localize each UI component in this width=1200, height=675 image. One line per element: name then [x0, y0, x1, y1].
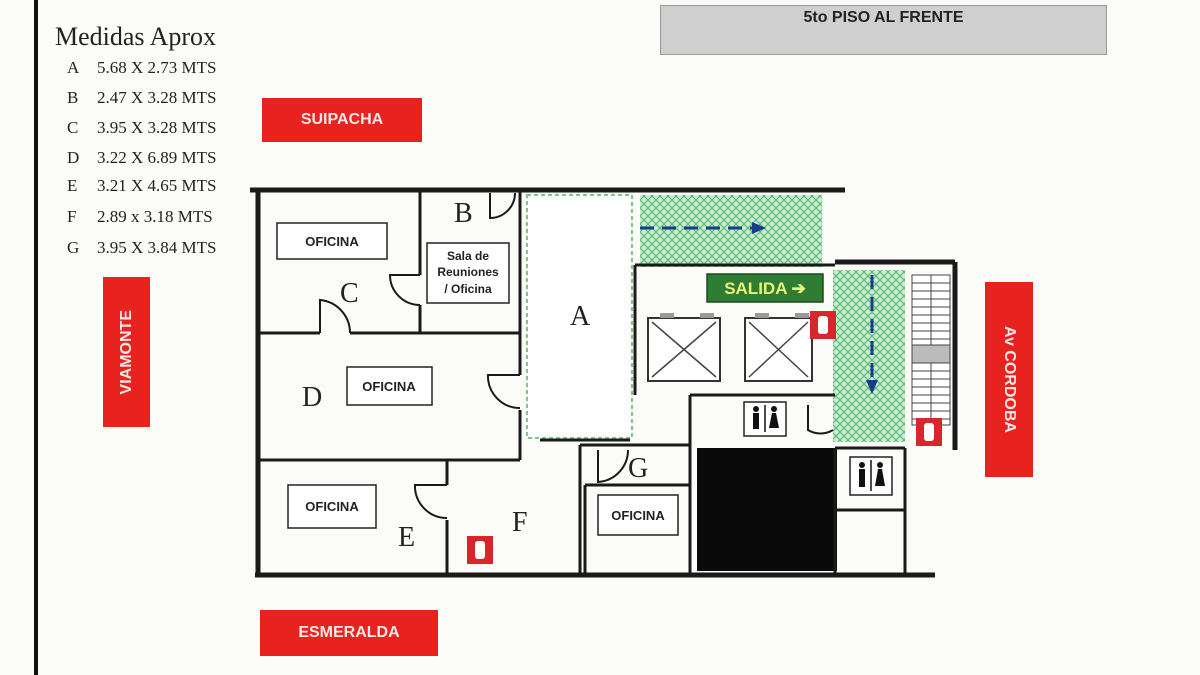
restroom-icon	[849, 456, 893, 496]
exit-sign-label: SALIDA ➔	[724, 279, 806, 298]
restroom-icon	[743, 401, 787, 437]
office-label-d: OFICINA	[362, 379, 416, 394]
office-label-c: OFICINA	[305, 234, 359, 249]
fire-extinguisher-icon	[810, 311, 836, 339]
office-label-box	[346, 366, 433, 406]
escape-arrow-head	[752, 222, 766, 234]
floor-header: 5to PISO AL FRENTE	[660, 5, 1107, 55]
room-letter-c: C	[340, 278, 359, 309]
escape-route-area	[833, 270, 905, 442]
street-sign-viamonte: VIAMONTE	[103, 277, 150, 427]
street-sign-av-cordoba: Av CORDOBA	[985, 282, 1033, 477]
meeting-room-label-line1: Sala de	[447, 249, 489, 263]
meeting-room-label-box	[426, 242, 510, 304]
meeting-room-label-line3: / Oficina	[444, 282, 492, 296]
escape-route-area	[640, 195, 822, 267]
room-letter-b: B	[454, 198, 473, 229]
corridor-a	[526, 194, 633, 439]
walls	[250, 187, 958, 578]
room-letter-e: E	[398, 522, 415, 553]
interior-walls	[258, 190, 907, 575]
office-label-box	[597, 494, 679, 536]
street-sign-suipacha: SUIPACHA	[262, 98, 422, 142]
fire-extinguisher-icon	[467, 536, 493, 564]
room-letter-f: F	[512, 507, 528, 538]
room-letter-a: A	[570, 301, 591, 332]
office-label-g: OFICINA	[611, 508, 665, 523]
left-margin-line	[34, 0, 38, 675]
escape-arrow-head	[866, 380, 878, 394]
exit-sign	[706, 273, 824, 303]
office-label-box	[287, 484, 377, 529]
street-sign-esmeralda: ESMERALDA	[260, 610, 438, 656]
fire-extinguisher-icon	[916, 418, 942, 446]
room-letter-g: G	[628, 453, 648, 484]
staircase	[911, 274, 951, 426]
office-label-e: OFICINA	[305, 499, 359, 514]
escape-arrow	[640, 226, 874, 382]
elevator	[744, 313, 813, 382]
legend-title: Medidas Aprox	[55, 22, 217, 51]
room-letter-d: D	[302, 382, 322, 413]
service-core	[697, 448, 837, 571]
door-swings	[319, 192, 834, 519]
office-label-box	[276, 222, 388, 260]
floor-title: 5to PISO AL FRENTE	[803, 9, 964, 26]
elevator	[647, 313, 721, 382]
meeting-room-label-line2: Reuniones	[437, 265, 499, 279]
